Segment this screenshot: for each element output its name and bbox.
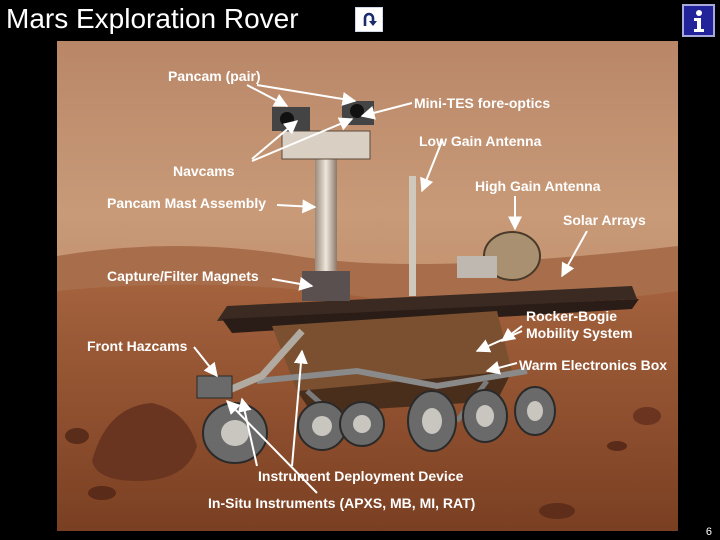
label-rocker-bogie: Rocker-Bogie	[526, 308, 617, 324]
u-turn-arrow-icon	[363, 12, 377, 26]
label-navcams: Navcams	[173, 163, 235, 179]
label-instrument-deployment-device: Instrument Deployment Device	[258, 468, 464, 484]
info-icon	[693, 9, 704, 32]
info-button[interactable]	[682, 4, 715, 37]
back-button[interactable]	[355, 7, 383, 32]
label-capture-filter-magnets: Capture/Filter Magnets	[107, 268, 259, 284]
label-mini-tes: Mini-TES fore-optics	[414, 95, 550, 111]
rover-photo: Pancam (pair) Mini-TES fore-optics Low G…	[57, 41, 678, 531]
rover-illustration: Pancam (pair) Mini-TES fore-optics Low G…	[57, 41, 678, 531]
slide-title: Mars Exploration Rover	[6, 3, 299, 34]
label-pancam-mast-assembly: Pancam Mast Assembly	[107, 195, 266, 211]
label-mobility-system: Mobility System	[526, 325, 633, 341]
page-number: 6	[705, 526, 712, 538]
label-warm-electronics-box: Warm Electronics Box	[519, 357, 667, 373]
label-high-gain-antenna: High Gain Antenna	[475, 178, 601, 194]
label-in-situ-instruments: In-Situ Instruments (APXS, MB, MI, RAT)	[208, 495, 475, 511]
label-low-gain-antenna: Low Gain Antenna	[419, 133, 542, 149]
label-pancam-pair: Pancam (pair)	[168, 68, 261, 84]
label-solar-arrays: Solar Arrays	[563, 212, 646, 228]
label-front-hazcams: Front Hazcams	[87, 338, 188, 354]
